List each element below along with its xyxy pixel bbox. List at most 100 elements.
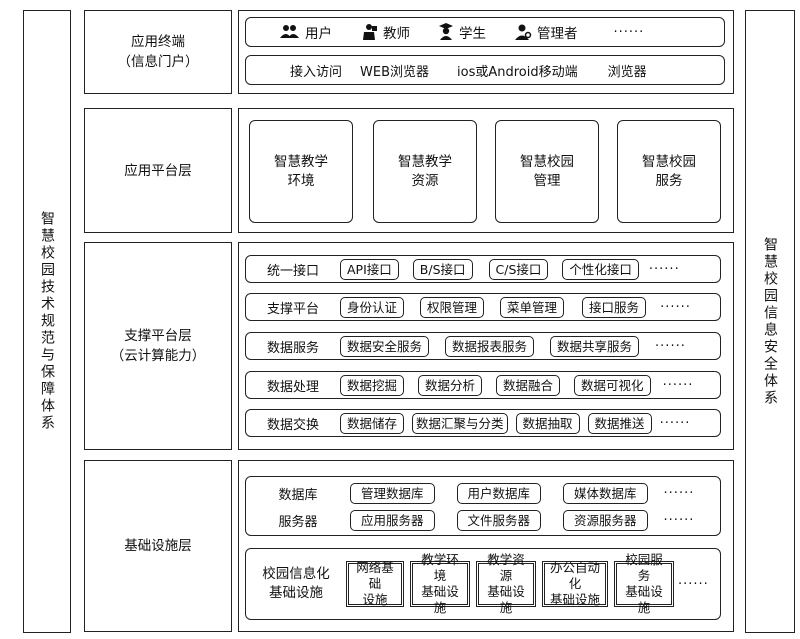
chip-data-sharing: 数据共享服务: [550, 335, 640, 357]
support-layer: 统一接口 API接口 B/S接口 C/S接口 个性化接口 ······ 支撑平台…: [238, 242, 734, 450]
platform-app-teaching-res-line2: 资源: [411, 172, 439, 189]
chip-bs: B/S接口: [412, 258, 473, 280]
student-icon: [439, 23, 453, 40]
row-more: ······: [663, 512, 695, 528]
terminal-layer-label-box: 应用终端 （信息门户）: [84, 10, 232, 94]
chip-data-report: 数据报表服务: [445, 335, 535, 357]
row-more: ······: [655, 338, 686, 354]
user-label-users: 用户: [305, 26, 332, 42]
campus-item-network: 网络基础 设施: [346, 560, 404, 607]
infra-layer: 数据库 管理数据库 用户数据库 媒体数据库 ······ 服务器 应用服务器 文…: [238, 460, 734, 632]
chip-data-fusion: 数据融合: [496, 374, 561, 396]
right-system-column: 智慧校园信息安全体系: [745, 10, 795, 633]
user-item-users: 用户: [280, 22, 332, 42]
campus-item-teaching-env-line2: 基础设施: [421, 584, 459, 615]
infra-db-row: 数据库 管理数据库 用户数据库 媒体数据库 ······: [246, 482, 722, 504]
user-label-admin: 管理者: [537, 26, 578, 42]
infra-label: 基础设施层: [124, 538, 192, 554]
campus-item-campus-svc: 校园服务 基础设施: [614, 552, 674, 615]
row-more: ······: [648, 261, 680, 277]
support-row-name: 支撑平台: [266, 301, 319, 317]
support-row-name: 数据服务: [266, 340, 319, 356]
platform-app-teaching-env: 智慧教学 环境: [249, 120, 353, 223]
row-more: ······: [662, 377, 694, 393]
chip-resource-server: 资源服务器: [563, 509, 648, 531]
platform-app-teaching-env-line1: 智慧教学: [274, 153, 328, 170]
platform-app-campus-mgmt: 智慧校园 管理: [495, 120, 599, 223]
chip-user-db: 用户数据库: [456, 482, 542, 504]
infra-db-label: 数据库: [278, 487, 318, 503]
left-system-column: 智慧校园技术规范与保障体系: [23, 10, 71, 633]
chip-file-server: 文件服务器: [456, 509, 542, 531]
platform-app-campus-svc-line1: 智慧校园: [642, 153, 696, 170]
platform-layer-label-box: 应用平台层: [84, 108, 232, 233]
row-more: ······: [663, 485, 695, 501]
support-row-data-exchange: 数据交换 数据储存 数据汇聚与分类 数据抽取 数据推送 ······: [245, 409, 721, 437]
chip-data-security: 数据安全服务: [340, 335, 430, 357]
support-label-line1: 支撑平台层: [124, 328, 192, 344]
access-row: 接入访问 WEB浏览器 ios或Android移动端 浏览器: [245, 55, 725, 85]
campus-item-office-auto-line1: 办公自动化: [549, 560, 600, 591]
chip-data-aggregation: 数据汇聚与分类: [412, 412, 508, 434]
terminal-label-line2: （信息门户）: [117, 54, 199, 70]
row-more: ······: [659, 415, 691, 431]
campus-item-network-line2: 设施: [362, 592, 388, 607]
campus-item-teaching-res-line2: 基础设施: [487, 584, 525, 615]
platform-label: 应用平台层: [124, 162, 192, 179]
platform-app-teaching-env-line2: 环境: [287, 172, 315, 189]
user-item-student: 学生: [438, 22, 486, 42]
chip-custom-interface: 个性化接口: [562, 258, 639, 280]
chip-mgmt-db: 管理数据库: [350, 482, 435, 504]
access-web: WEB浏览器: [360, 64, 430, 80]
user-item-teacher: 教师: [360, 22, 410, 42]
support-row-data-service: 数据服务 数据安全服务 数据报表服务 数据共享服务 ······: [245, 332, 721, 360]
users-more: ······: [613, 24, 645, 40]
access-mobile: ios或Android移动端: [457, 64, 578, 80]
campus-item-teaching-env: 教学环境 基础设施: [410, 552, 470, 615]
campus-item-teaching-res-line1: 教学资源: [487, 552, 525, 583]
support-row-name: 数据交换: [266, 417, 319, 433]
campus-item-teaching-env-line1: 教学环境: [421, 552, 459, 583]
platform-app-campus-svc: 智慧校园 服务: [617, 120, 721, 223]
campus-item-teaching-res: 教学资源 基础设施: [476, 552, 536, 615]
campus-item-campus-svc-line2: 基础设施: [625, 584, 663, 615]
chip-data-analysis: 数据分析: [418, 374, 483, 396]
infra-campus-label-line2: 基础设施: [269, 585, 323, 601]
terminal-layer: 用户 教师 学生 管理者 ······ 接入访问 WEB浏览器 ios或Andr…: [238, 10, 734, 94]
infra-campus-label: 校园信息化 基础设施: [246, 565, 346, 603]
infra-layer-label-box: 基础设施层: [84, 460, 232, 632]
users-icon: [280, 25, 299, 38]
support-row-data-processing: 数据处理 数据挖掘 数据分析 数据融合 数据可视化 ······: [245, 371, 721, 399]
users-row: 用户 教师 学生 管理者 ······: [245, 17, 725, 47]
support-row-name: 统一接口: [266, 263, 319, 279]
chip-media-db: 媒体数据库: [563, 482, 648, 504]
chip-data-push: 数据推送: [587, 412, 652, 434]
support-row-unified-interface: 统一接口 API接口 B/S接口 C/S接口 个性化接口 ······: [245, 255, 721, 283]
user-label-student: 学生: [459, 26, 486, 42]
row-more: ······: [660, 299, 691, 315]
infra-campus-label-line1: 校园信息化: [262, 566, 330, 582]
platform-layer: 智慧教学 环境 智慧教学 资源 智慧校园 管理 智慧校园 服务: [238, 108, 734, 233]
chip-data-extraction: 数据抽取: [515, 412, 580, 434]
chip-app-server: 应用服务器: [350, 509, 435, 531]
support-row-name: 数据处理: [266, 379, 319, 395]
terminal-label-line1: 应用终端: [131, 34, 185, 50]
left-system-label: 智慧校园技术规范与保障体系: [39, 211, 55, 432]
campus-item-office-auto-line2: 基础设施: [549, 592, 600, 607]
teacher-icon: [363, 24, 377, 40]
platform-app-campus-svc-line2: 服务: [655, 172, 683, 189]
campus-item-network-line1: 网络基础: [356, 560, 394, 591]
chip-interface-service: 接口服务: [582, 296, 647, 318]
infra-server-label: 服务器: [278, 514, 318, 530]
user-label-teacher: 教师: [383, 26, 410, 42]
chip-identity-auth: 身份认证: [340, 296, 405, 318]
chip-menu-mgmt: 菜单管理: [500, 296, 565, 318]
user-item-admin: 管理者: [514, 22, 578, 42]
infra-server-row: 服务器 应用服务器 文件服务器 资源服务器 ······: [246, 509, 722, 531]
chip-permission-mgmt: 权限管理: [420, 296, 485, 318]
platform-app-teaching-res-line1: 智慧教学: [398, 153, 452, 170]
access-browser: 浏览器: [607, 64, 647, 80]
chip-data-storage: 数据储存: [340, 412, 405, 434]
platform-app-campus-mgmt-line1: 智慧校园: [520, 153, 574, 170]
right-system-label: 智慧校园信息安全体系: [762, 236, 778, 407]
